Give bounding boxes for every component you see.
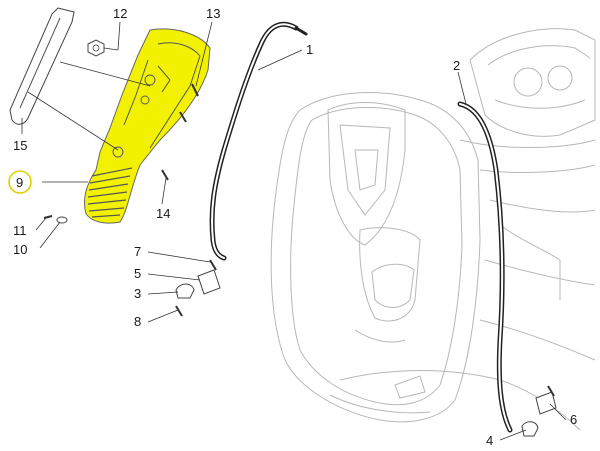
callout-10[interactable]: 10 xyxy=(13,242,27,257)
part-10-washer xyxy=(56,216,68,224)
callout-11[interactable]: 11 xyxy=(13,223,27,238)
part-12-nut xyxy=(87,39,105,57)
hardware-parts xyxy=(43,39,557,437)
callout-4[interactable]: 4 xyxy=(486,433,493,448)
horn-cover-grille xyxy=(87,167,133,218)
callout-labels: 12 13 1 2 15 9 14 11 10 7 5 3 8 4 6 xyxy=(13,6,577,448)
callout-1[interactable]: 1 xyxy=(306,42,313,57)
part-8-screw xyxy=(175,305,183,317)
callout-9[interactable]: 9 xyxy=(16,175,23,190)
part-7-screw xyxy=(209,259,217,271)
callout-6[interactable]: 6 xyxy=(570,412,577,427)
scooter-front-shield-drawing xyxy=(270,28,596,431)
part-5-plate xyxy=(197,269,221,295)
part-14-screw-b xyxy=(161,169,169,181)
part-13-screw xyxy=(191,83,199,97)
part-1-edge-trim xyxy=(209,21,308,261)
part-4-clip xyxy=(521,421,539,437)
callout-7[interactable]: 7 xyxy=(134,244,141,259)
part-3-clip xyxy=(175,283,195,299)
part-9-horn-cover xyxy=(83,28,211,224)
selected-callout-ring xyxy=(8,170,32,194)
callout-2[interactable]: 2 xyxy=(453,58,460,73)
callout-5[interactable]: 5 xyxy=(134,266,141,281)
part-6-plate xyxy=(535,391,557,415)
part-15-cover-strip xyxy=(9,7,75,125)
part-2-edge-trim xyxy=(457,101,513,433)
callout-8[interactable]: 8 xyxy=(134,314,141,329)
leader-lines xyxy=(21,21,567,441)
callout-3[interactable]: 3 xyxy=(134,286,141,301)
part-14-screw-a xyxy=(179,111,187,123)
callout-15[interactable]: 15 xyxy=(13,138,27,153)
callout-14[interactable]: 14 xyxy=(156,206,170,221)
callout-13[interactable]: 13 xyxy=(206,6,220,21)
callout-12[interactable]: 12 xyxy=(113,6,127,21)
part-11-screw xyxy=(43,215,53,219)
